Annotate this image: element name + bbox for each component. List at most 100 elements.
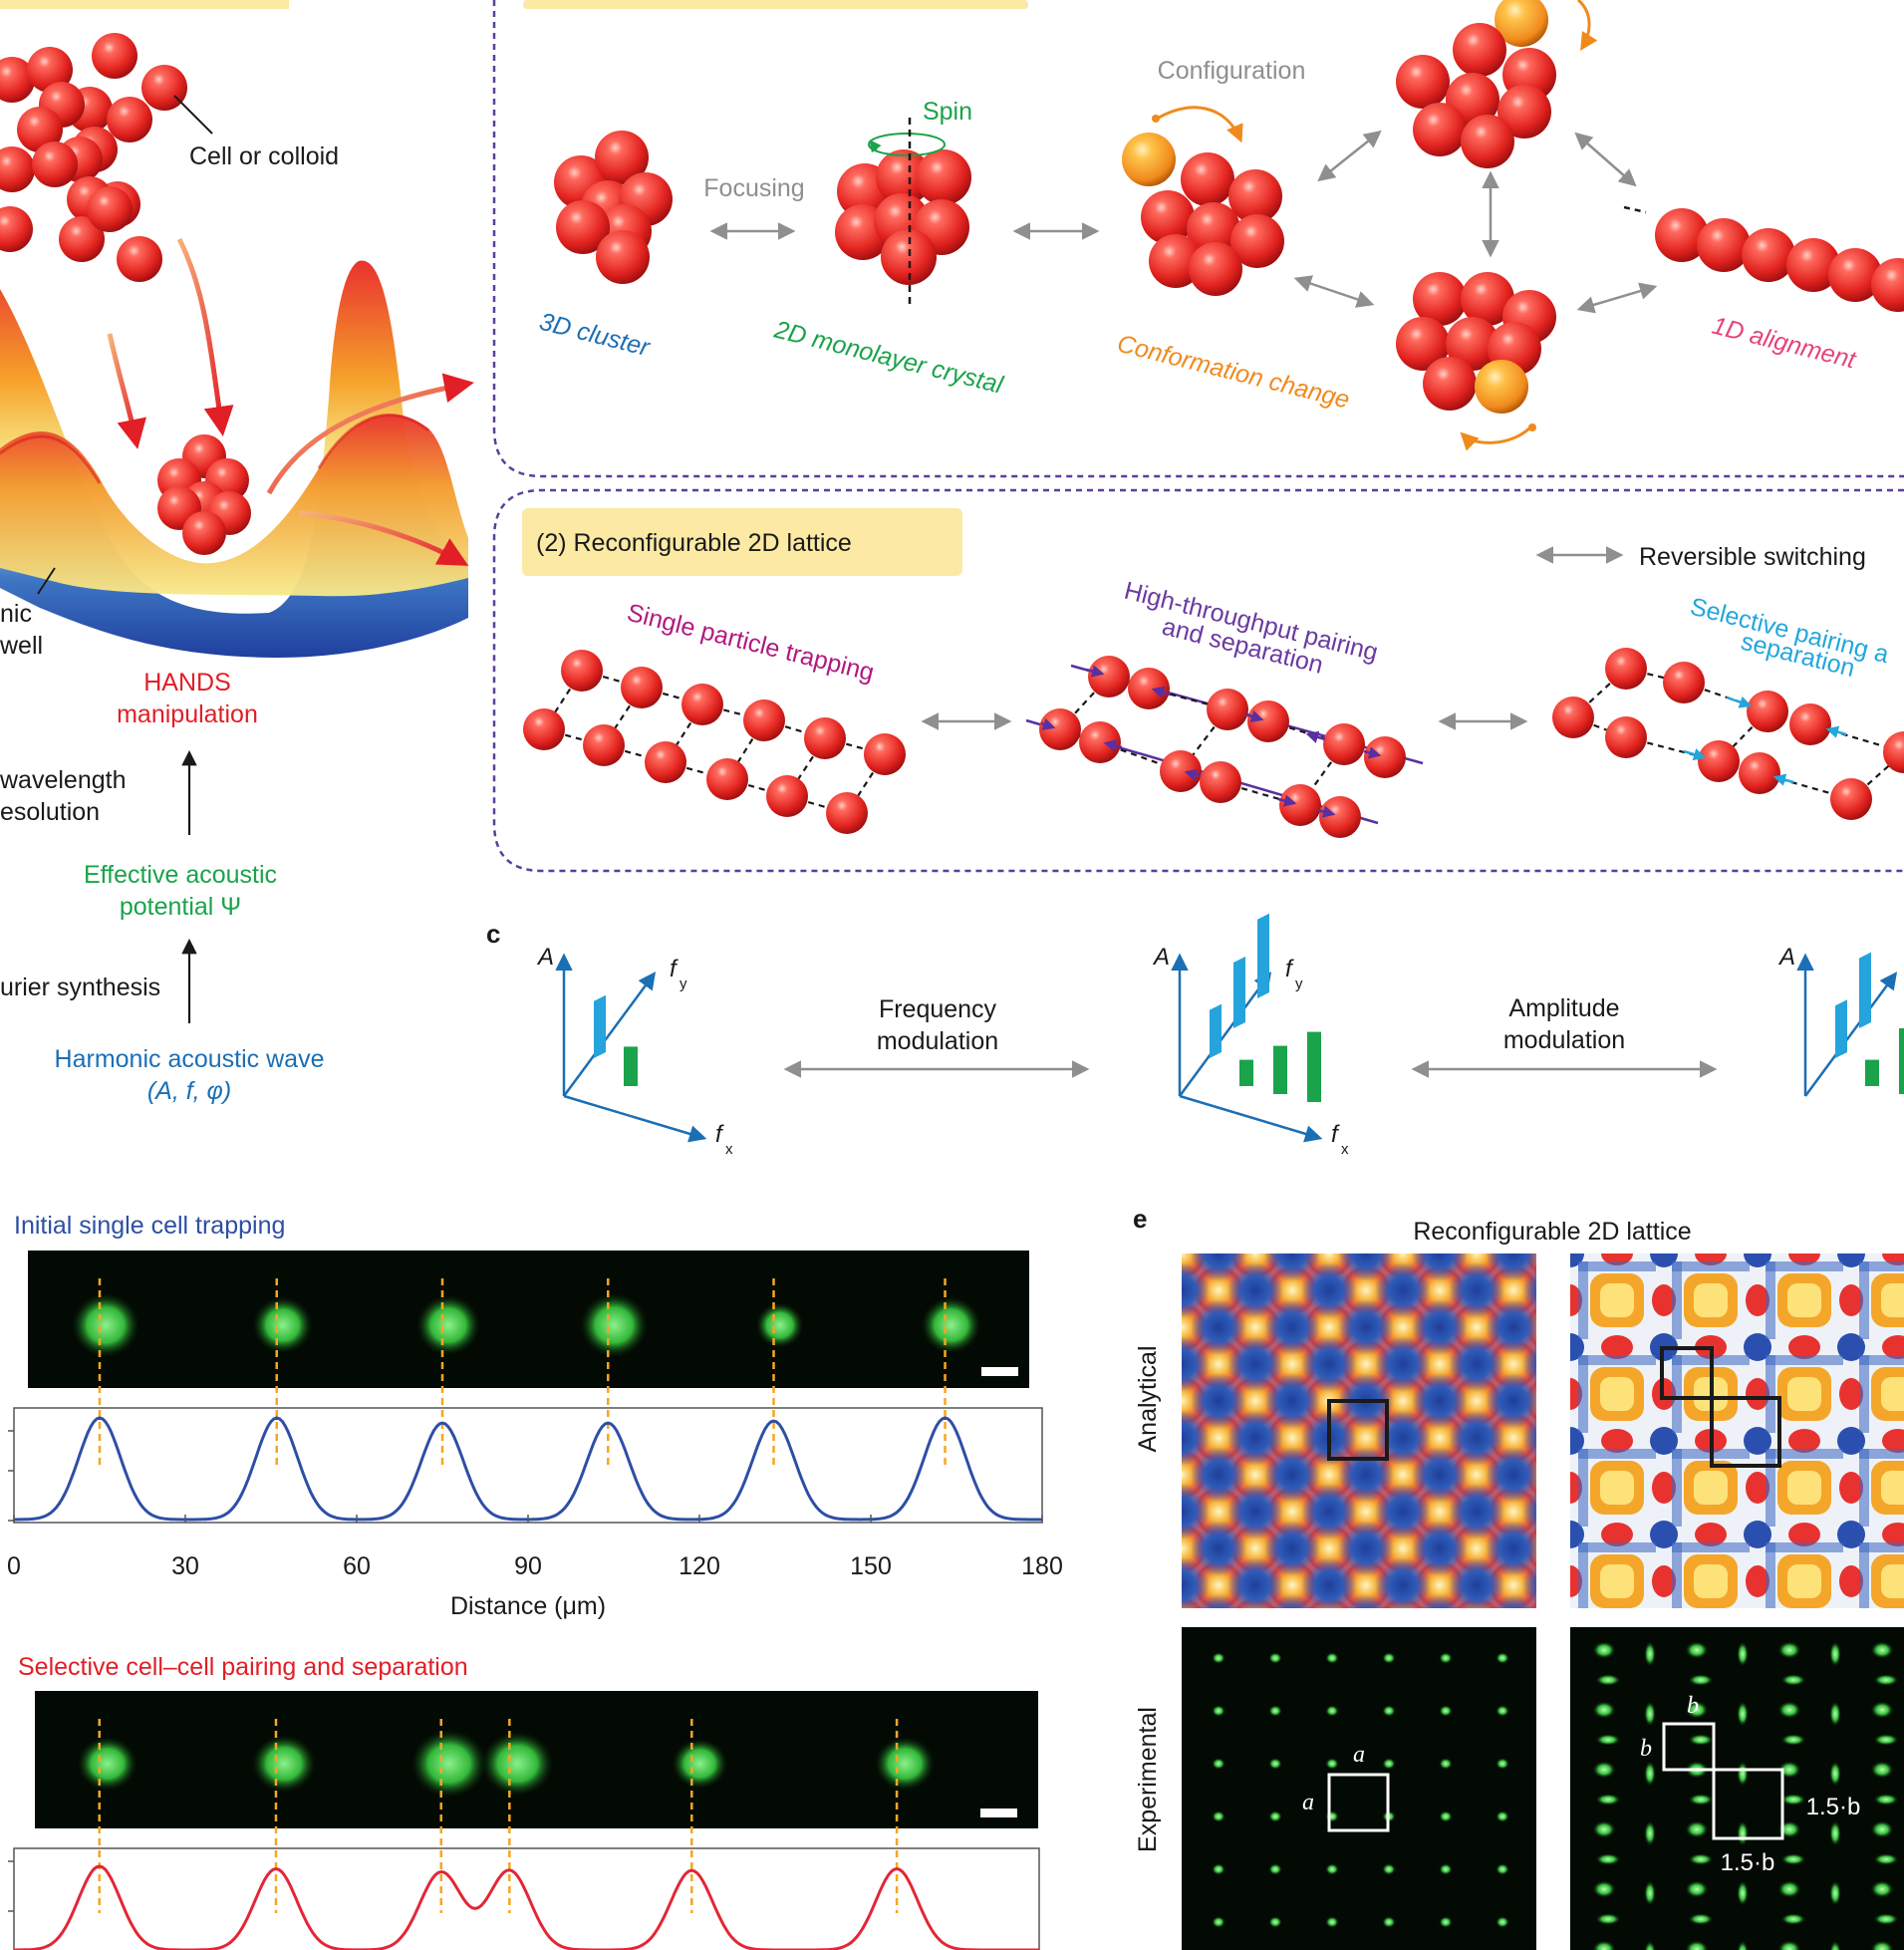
- unit-cell-box-large: [1710, 1396, 1781, 1468]
- trapped-cell-dot: [1496, 1863, 1509, 1875]
- blue-bar: [1859, 952, 1871, 1028]
- particle: [645, 741, 686, 783]
- particle: [1698, 740, 1740, 782]
- trace-bottom-title: Selective cell–cell pairing and separati…: [18, 1653, 468, 1681]
- row-analytical: Analytical: [1134, 1346, 1162, 1453]
- particle: [583, 724, 625, 766]
- particle: [1228, 169, 1282, 223]
- scale-bar: [980, 1809, 1017, 1817]
- particle: [1230, 214, 1284, 268]
- trapped-cell-dot: [1439, 1811, 1453, 1822]
- particle: [1149, 234, 1203, 288]
- spin-ring: [868, 133, 946, 156]
- trapped-cell-dot: [1325, 1705, 1339, 1717]
- marker-particle: [1495, 0, 1548, 47]
- b2-lattices: [523, 648, 1904, 838]
- trapped-cell-dot: [1325, 1811, 1339, 1822]
- particle: [556, 200, 610, 254]
- cell-blob: [481, 1731, 554, 1797]
- fy-subscript: y: [1295, 975, 1303, 992]
- cells-bottom: [77, 1719, 936, 1913]
- fy-axis: [562, 972, 657, 1097]
- selective-arrow: [1683, 748, 1707, 761]
- particle: [0, 146, 35, 192]
- particle: [17, 107, 63, 152]
- trapped-cell-dot: [1592, 1820, 1616, 1838]
- monolayer-label: 2D monolayer crystal: [771, 315, 1007, 400]
- particle: [1871, 258, 1904, 312]
- trapped-cell-dot: [1382, 1758, 1396, 1770]
- x-tick-label: 120: [679, 1552, 720, 1580]
- panel-b2-title: (2) Reconfigurable 2D lattice: [536, 529, 852, 557]
- trapped-cell-dot: [1777, 1940, 1801, 1950]
- particle: [766, 775, 808, 817]
- trapped-cell-dot: [1592, 1940, 1616, 1950]
- particle: [1461, 272, 1514, 326]
- trapped-cell-dot: [1268, 1863, 1282, 1875]
- trapped-cell-dot: [1688, 1674, 1714, 1686]
- trapped-cell-dot: [1829, 1701, 1841, 1727]
- particle: [561, 650, 603, 692]
- falling-particles: [0, 33, 187, 282]
- particle: [1187, 202, 1240, 256]
- pair-arrow: [1151, 686, 1172, 698]
- particle: [1605, 716, 1647, 758]
- selective-arrow: [1726, 696, 1753, 708]
- x-tick-label: 90: [514, 1552, 542, 1580]
- trapped-cell-dot: [1688, 1853, 1714, 1865]
- trapped-cell-dot: [1685, 1940, 1709, 1950]
- trapped-cell-dot: [1685, 1641, 1709, 1659]
- green-bar: [1273, 1045, 1287, 1094]
- wavelength-label-1: wavelength: [0, 766, 126, 794]
- outflow-arrow: [298, 510, 469, 566]
- x-axis-title: Distance (μm): [450, 1592, 606, 1620]
- fx-subscript: x: [725, 1141, 733, 1158]
- particle: [1200, 761, 1241, 803]
- selective-arrow: [1772, 773, 1794, 786]
- particle: [706, 758, 748, 800]
- trapped-cell-dot: [1829, 1880, 1841, 1906]
- green-bar: [1899, 1028, 1904, 1094]
- potential-label-1: Effective acoustic: [84, 861, 277, 889]
- cell-blob: [416, 1294, 480, 1356]
- analytical-map-1: [1182, 1254, 1536, 1608]
- trapped-cell-dot: [1688, 1913, 1714, 1925]
- particle: [1413, 103, 1467, 156]
- b1-particles: [554, 0, 1904, 414]
- single-trapping-label: Single particle trapping: [625, 599, 878, 688]
- trapped-cell-dot: [1737, 1641, 1749, 1667]
- pair-arrow: [1305, 730, 1326, 743]
- particle: [87, 186, 133, 232]
- reversible-label: Reversible switching: [1639, 543, 1866, 571]
- trapped-cell-dot: [1325, 1758, 1339, 1770]
- pair-arrow: [1277, 794, 1297, 807]
- particle: [1413, 272, 1467, 326]
- harmonic-label-2: (A, f, φ): [147, 1077, 231, 1105]
- trapped-cell-dot: [1268, 1705, 1282, 1717]
- particle: [1552, 696, 1594, 738]
- particle: [1279, 784, 1321, 826]
- fy-axis: [1178, 972, 1272, 1097]
- trapped-cell-dot: [1439, 1705, 1453, 1717]
- amp-mod-label-2: modulation: [1503, 1026, 1625, 1054]
- fx-subscript: x: [1341, 1141, 1349, 1158]
- trapped-cell-dot: [1644, 1880, 1656, 1906]
- particle: [1883, 731, 1904, 773]
- particle: [1605, 648, 1647, 690]
- trapped-cell-dot: [1780, 1913, 1806, 1925]
- particle: [1039, 708, 1081, 750]
- inflow-arrow: [107, 333, 146, 449]
- intensity-trace: [14, 1864, 1039, 1950]
- x-tick-label: 30: [171, 1552, 199, 1580]
- unit-cell-box-small: [1662, 1722, 1716, 1772]
- trapped-cell-dot: [1737, 1761, 1749, 1787]
- trapped-cell-dot: [1496, 1705, 1509, 1717]
- trapped-cell-dot: [1212, 1652, 1225, 1664]
- plot-frame-bottom: [13, 1847, 1040, 1950]
- trapped-cell-dot: [1439, 1758, 1453, 1770]
- spin-label: Spin: [923, 98, 972, 126]
- b1-arrows: [709, 130, 1658, 314]
- spectrum-plot: A: [1777, 944, 1904, 1097]
